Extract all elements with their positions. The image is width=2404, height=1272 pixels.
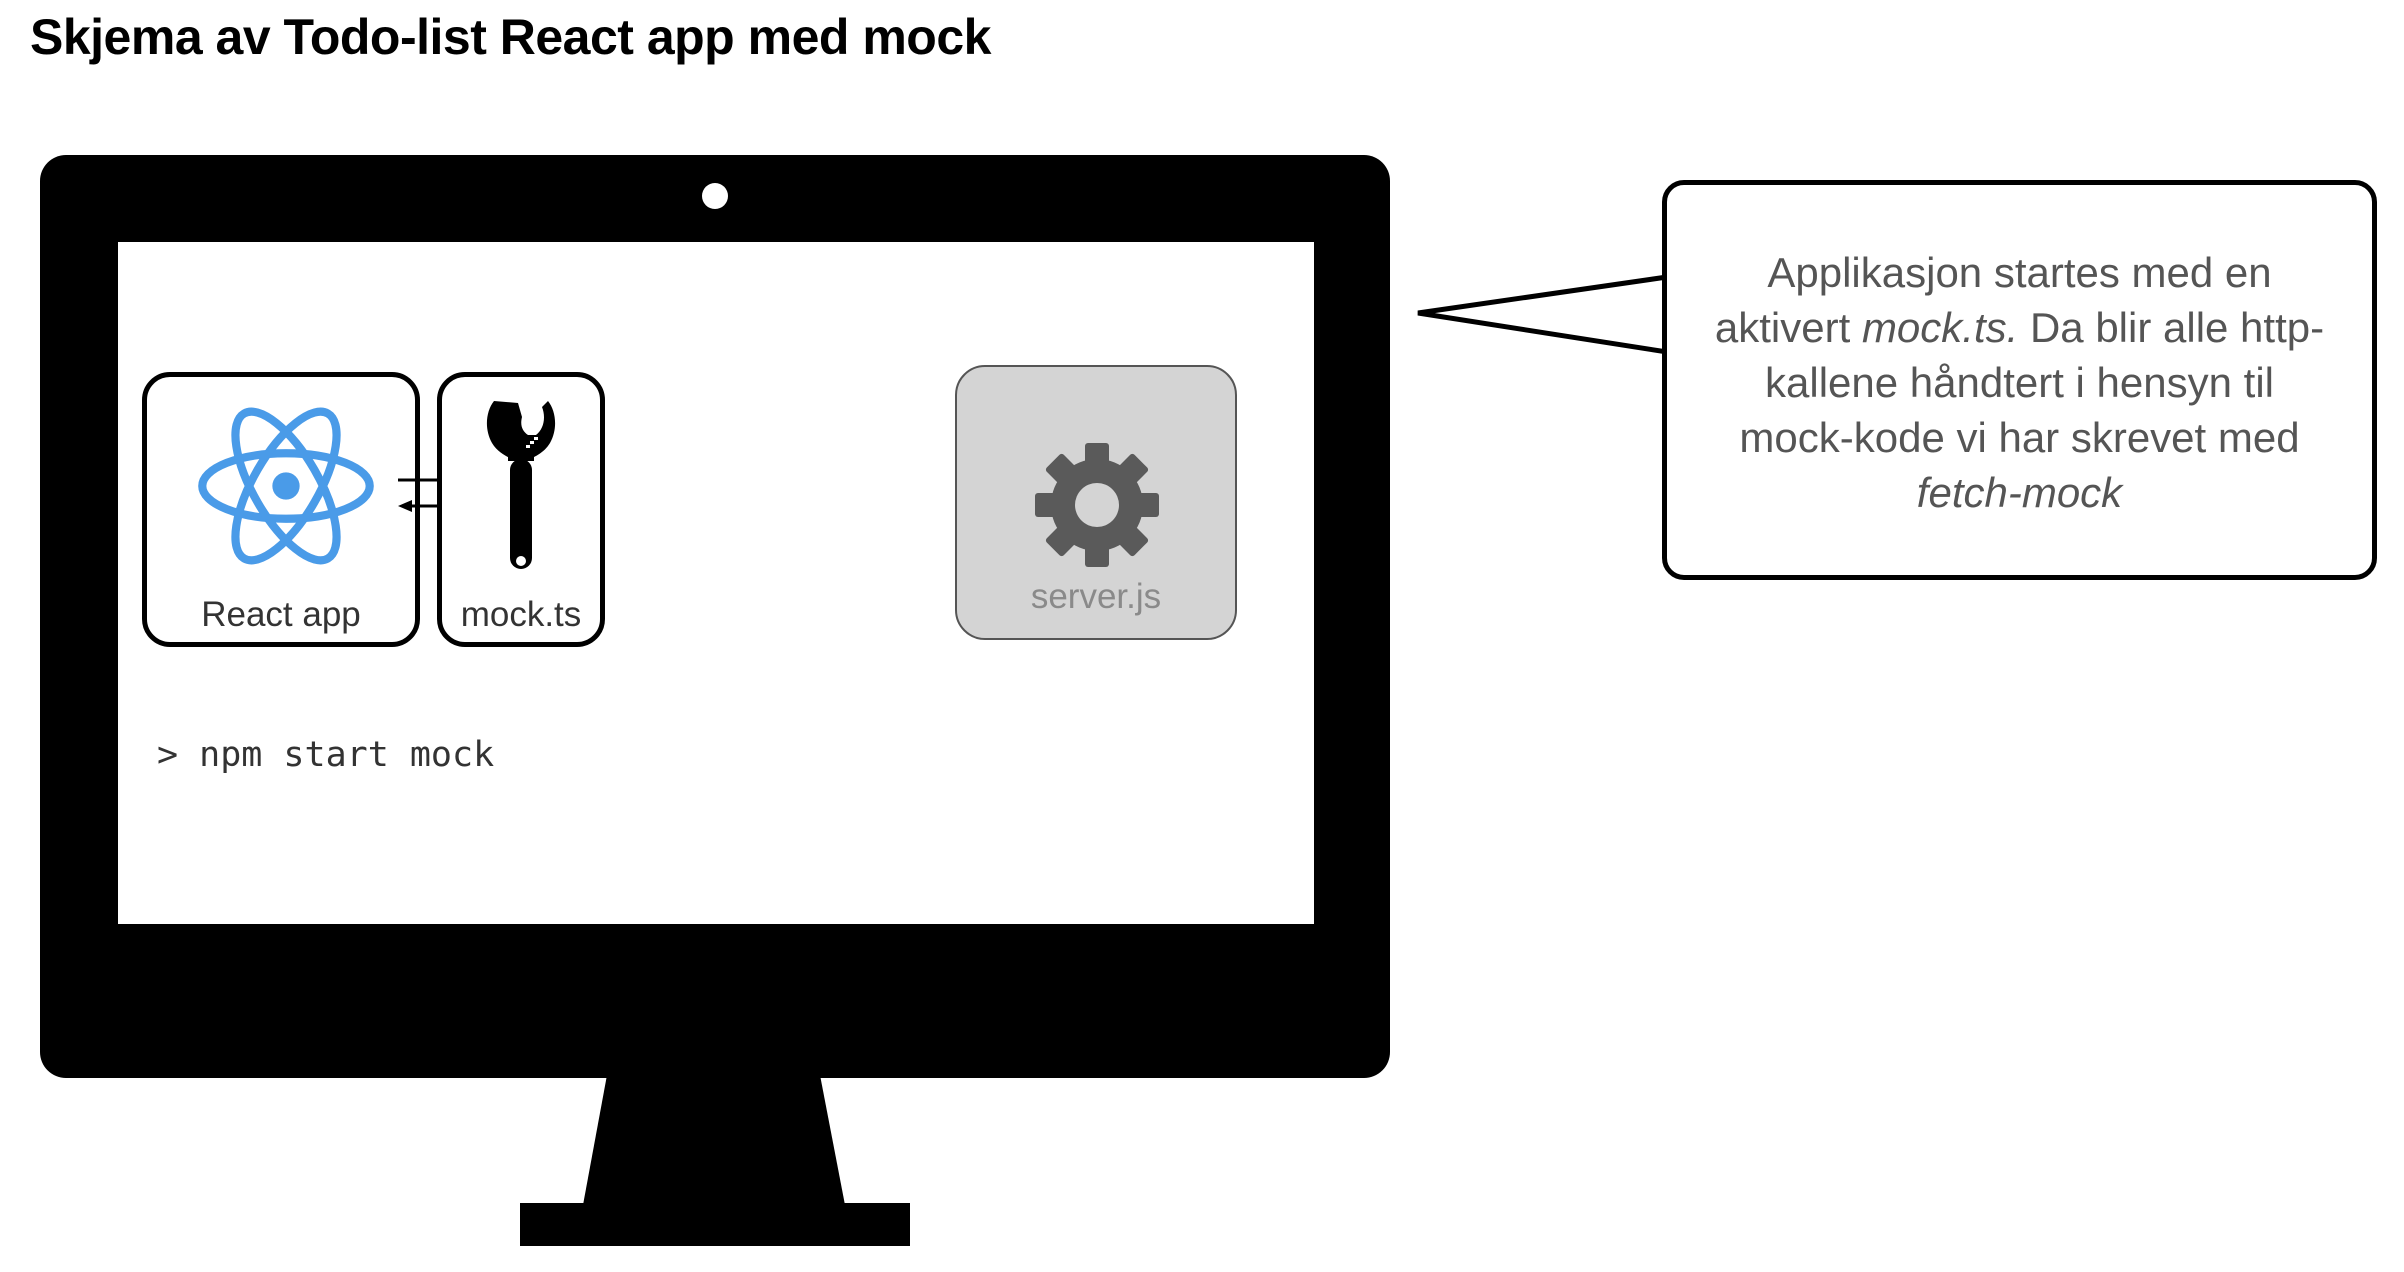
callout-line-1: Applikasjon startes med en (1767, 249, 2272, 296)
monitor-foot (520, 1203, 910, 1246)
wrench-icon (486, 401, 556, 569)
gear-icon (1035, 443, 1159, 567)
terminal-command: > npm start mock (157, 735, 495, 775)
callout-line-2-post: Da blir alle http- (2018, 304, 2325, 351)
callout-line-2-em: mock.ts. (1861, 304, 2019, 351)
react-app-box: React app (142, 372, 420, 647)
callout-line-4: mock-kode vi har skrevet med (1739, 414, 2300, 461)
mock-ts-label: mock.ts (460, 595, 582, 634)
callout-box: Applikasjon startes med en aktivert mock… (1662, 180, 2377, 580)
callout-line-3: kallene håndtert i hensyn til (1765, 359, 2274, 406)
callout-text: Applikasjon startes med en aktivert mock… (1677, 245, 2362, 520)
webcam-icon (702, 183, 728, 209)
server-js-box: server.js (955, 365, 1237, 640)
react-logo-icon (198, 407, 374, 565)
mock-ts-box: mock.ts (437, 372, 605, 647)
callout-line-2-pre: aktivert (1714, 304, 1862, 351)
react-app-label: React app (201, 595, 361, 634)
page-title: Skjema av Todo-list React app med mock (30, 9, 991, 65)
server-js-label: server.js (1030, 577, 1162, 616)
callout-line-5-em: fetch-mock (1916, 469, 2123, 516)
